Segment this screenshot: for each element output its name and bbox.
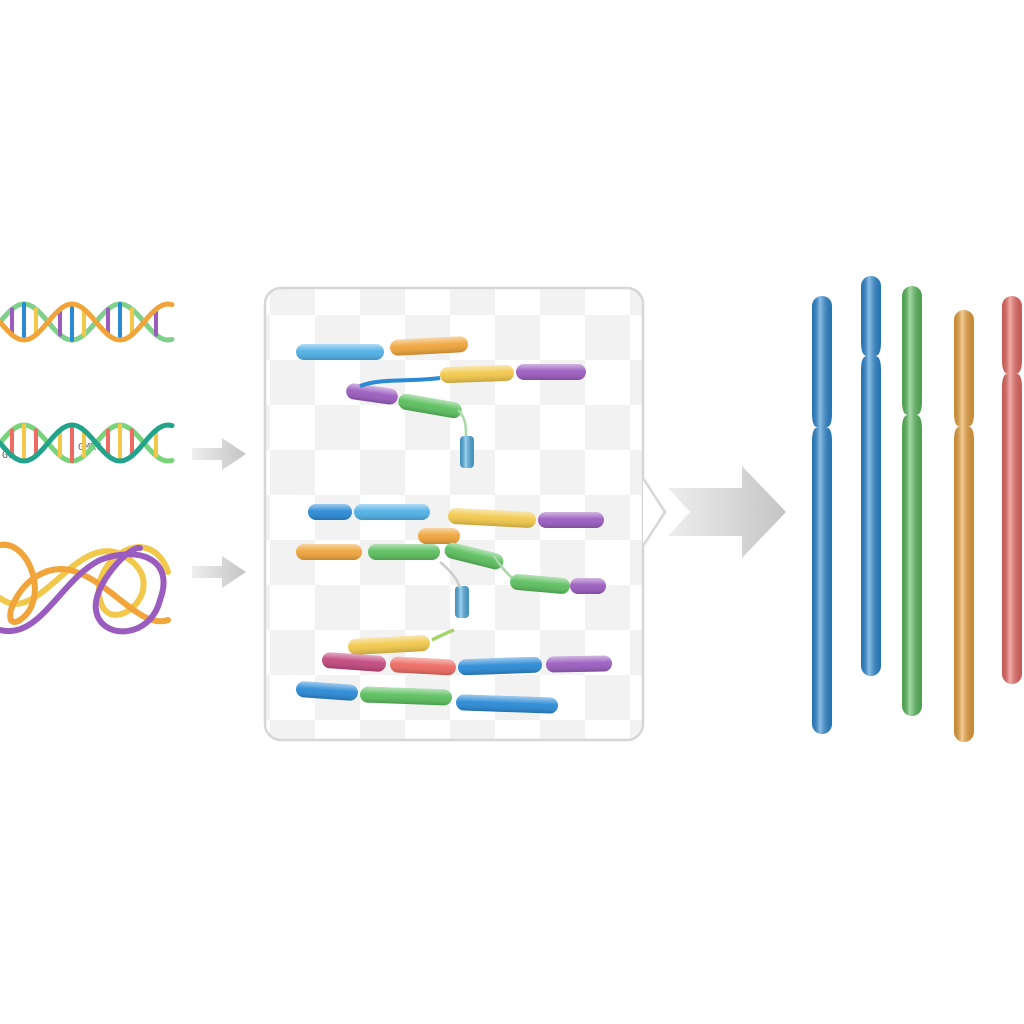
fragment [538,512,604,528]
dna-helix-1 [0,301,175,343]
fragment-shine [296,544,362,560]
fragment-shine [390,656,456,676]
fragment [456,694,558,714]
fragment [346,383,398,405]
fragment [398,393,462,419]
fragment-shine [570,578,606,594]
fragment-shine [308,504,352,520]
fragment-shine [510,574,570,594]
fragment-shine [322,652,386,672]
tangled-strand-orange [0,541,171,625]
fragment-shine [390,336,468,356]
fragment-shine [368,544,440,560]
fragment [510,574,570,594]
fragment-shine [296,344,384,360]
fragment-link [457,409,468,437]
chromosome-shine [954,310,974,742]
fragment-shine [456,694,558,714]
fragment-shine [346,383,398,405]
dna-strand [0,301,175,343]
tangled-dna-strand [0,541,171,635]
fragment-shine [538,512,604,528]
dna-helix-2: Gu GMRC [0,422,175,464]
fragment [448,508,536,528]
fragment [390,336,468,356]
fragment [368,544,440,560]
fragment-shine [398,393,462,419]
dna-strand [0,422,175,464]
chromosome-shine [861,276,881,676]
fragment-shine [516,364,586,380]
fragment [546,655,612,673]
fragment-shine [418,528,460,544]
fragment [440,364,514,384]
fragment-shine [348,635,430,655]
arrow-right-icon [192,438,246,470]
fragment-shine [444,542,504,570]
fragment [354,504,430,520]
chromosome-shine [812,296,832,734]
fragment [322,652,386,672]
arrow-right-icon [192,556,246,588]
input-dna-samples: Gu GMRC [0,301,175,635]
fragment-link [431,628,455,642]
fragment-shine [354,504,430,520]
fragment-shine [458,656,542,676]
chromosome-shine [1002,296,1022,684]
fragment [390,656,456,676]
fragment [308,504,352,520]
fragment-vertical-shine [460,436,474,468]
fragment [444,542,504,570]
fragment [296,681,358,701]
fragment [296,344,384,360]
fragment-shine [440,364,514,384]
fragment-shine [546,655,612,673]
chromosome-shine [902,286,922,716]
fragment [516,364,586,380]
tangled-strand-purple [0,545,167,635]
fragment-vertical-shine [455,586,469,618]
input-arrows [192,438,246,588]
assembled-chromosomes [812,276,1022,742]
fragment [296,544,362,560]
fragment-link [439,561,462,589]
fragment [348,635,430,655]
fragment-link [359,376,441,388]
fragment-shine [360,686,452,706]
fragment [360,686,452,706]
fragment-shine [448,508,536,528]
big-arrow-right-icon [668,466,786,558]
sequence-fragments [296,336,612,714]
fragment [570,578,606,594]
fragment [458,656,542,676]
fragment [418,528,460,544]
fragment-link [492,555,513,579]
assembly-panel [263,286,667,742]
fragment-shine [296,681,358,701]
panel-pointer [641,477,667,547]
